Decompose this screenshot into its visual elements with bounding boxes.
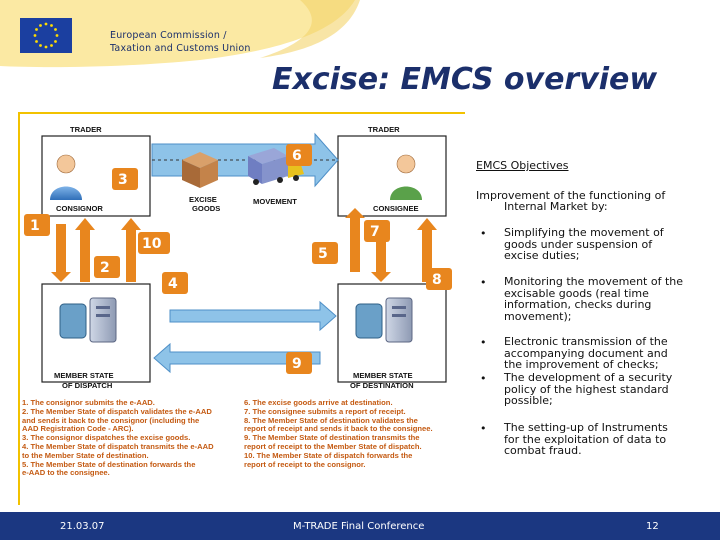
legend-line: and sends it back to the consignor (incl…	[22, 415, 200, 425]
badge-1: 1	[24, 214, 50, 236]
arrow-10-up	[121, 218, 141, 282]
legend-line: 5. The Member State of destination forwa…	[22, 459, 196, 469]
trader-right-label: TRADER	[368, 125, 400, 134]
ms-destination-box	[337, 283, 447, 383]
badge-9: 9	[286, 352, 312, 374]
dispatch-server-icon	[59, 297, 117, 343]
bullet-marker: •	[480, 276, 487, 289]
legend-line: 6. The excise goods arrive at destinatio…	[244, 398, 393, 407]
destination-server-icon	[355, 297, 413, 343]
objectives-intro-2: Internal Market by:	[504, 200, 608, 213]
badge-4: 4	[162, 272, 188, 294]
excise-goods-label-2: GOODS	[192, 204, 220, 213]
consignor-box	[41, 135, 151, 217]
legend-line: e-AAD to the consignee.	[22, 468, 110, 478]
footer-event: M-TRADE Final Conference	[293, 521, 425, 532]
movement-label: MOVEMENT	[253, 197, 297, 206]
arrow-8-up	[417, 218, 437, 282]
diagram-canvas: TRADER TRADER CONSIGNOR CONSIGNEE EXCISE…	[24, 125, 452, 390]
objectives-intro-1: Improvement of the functioning of	[476, 189, 666, 202]
svg-text:10: 10	[142, 236, 162, 252]
arrow-7-down	[371, 224, 391, 282]
legend-line: 8. The Member State of destination valid…	[244, 415, 418, 425]
badge-7: 7	[364, 220, 390, 242]
objectives-heading: EMCS Objectives	[476, 159, 569, 172]
slide-title: Excise: EMCS overview	[272, 62, 658, 97]
badge-2: 2	[94, 256, 120, 278]
badge-10: 10	[138, 232, 170, 254]
ms-destination-label-1: MEMBER STATE	[353, 371, 413, 380]
consignor-label: CONSIGNOR	[56, 204, 103, 213]
bullet-marker: •	[480, 336, 487, 349]
legend-line: AAD Registration Code - ARC).	[22, 424, 134, 434]
emcs-flow-diagram: TRADER TRADER CONSIGNOR CONSIGNEE EXCISE…	[18, 112, 465, 505]
svg-text:9: 9	[292, 356, 302, 372]
svg-text:3: 3	[118, 172, 128, 188]
svg-text:2: 2	[100, 260, 110, 276]
excise-goods-box-icon	[182, 152, 218, 188]
arrow-2-up	[75, 218, 95, 282]
badge-3: 3	[112, 168, 138, 190]
ms-dispatch-label-2: OF DISPATCH	[62, 381, 112, 390]
badge-6: 6	[286, 144, 312, 166]
consignee-label: CONSIGNEE	[373, 204, 419, 213]
org-name-line-1: European Commission /	[110, 30, 227, 41]
svg-text:7: 7	[370, 224, 380, 240]
footer-page-number: 12	[646, 521, 659, 532]
arrow-5-down	[345, 208, 365, 272]
legend-line: to the Member State of destination.	[22, 450, 149, 460]
bullet-marker: •	[480, 422, 487, 435]
svg-text:6: 6	[292, 148, 302, 164]
ms-destination-label-2: OF DESTINATION	[350, 381, 414, 390]
legend-line: 9. The Member State of destination trans…	[244, 433, 420, 443]
legend-line: report of receipt to the Member State of…	[244, 441, 422, 451]
truck-icon	[248, 148, 304, 185]
arrow-1-up	[51, 224, 71, 282]
legend-line: 2. The Member State of dispatch validate…	[22, 406, 212, 416]
trader-left-label: TRADER	[70, 125, 102, 134]
legend-line: report of receipt and sends it back to t…	[244, 424, 433, 434]
legend-line: 7. The consignee submits a report of rec…	[244, 406, 406, 416]
footer-band	[0, 512, 720, 540]
excise-goods-label-1: EXCISE	[189, 195, 217, 204]
svg-text:4: 4	[168, 276, 178, 292]
consignor-person-icon	[50, 154, 82, 200]
consignee-person-icon	[390, 154, 422, 200]
legend-line: report of receipt to the consignor.	[244, 459, 366, 469]
badge-8: 8	[426, 268, 452, 290]
header-band	[0, 0, 360, 68]
footer-date: 21.03.07	[60, 521, 105, 532]
svg-text:8: 8	[432, 272, 442, 288]
legend-line: 4. The Member State of dispatch transmit…	[22, 441, 214, 451]
arrow-4-dispatch-to-destination	[169, 300, 337, 332]
ms-dispatch-box	[41, 283, 151, 383]
svg-text:1: 1	[30, 218, 40, 234]
consignee-box	[337, 135, 447, 217]
eu-flag-logo	[20, 18, 72, 53]
legend-left: 1. The consignor submits the e-AAD. 2. T…	[22, 398, 214, 478]
legend-line: 3. The consignor dispatches the excise g…	[22, 433, 191, 443]
bullet-marker: •	[480, 227, 487, 240]
svg-text:5: 5	[318, 246, 328, 262]
legend-line: 10. The Member State of dispatch forward…	[244, 450, 413, 460]
ms-dispatch-label-1: MEMBER STATE	[54, 371, 114, 380]
org-name-line-2: Taxation and Customs Union	[110, 43, 251, 54]
legend-right: 6. The excise goods arrive at destinatio…	[244, 398, 433, 469]
bullet-marker: •	[480, 372, 487, 385]
legend-line: 1. The consignor submits the e-AAD.	[22, 398, 155, 407]
badge-5: 5	[312, 242, 338, 264]
